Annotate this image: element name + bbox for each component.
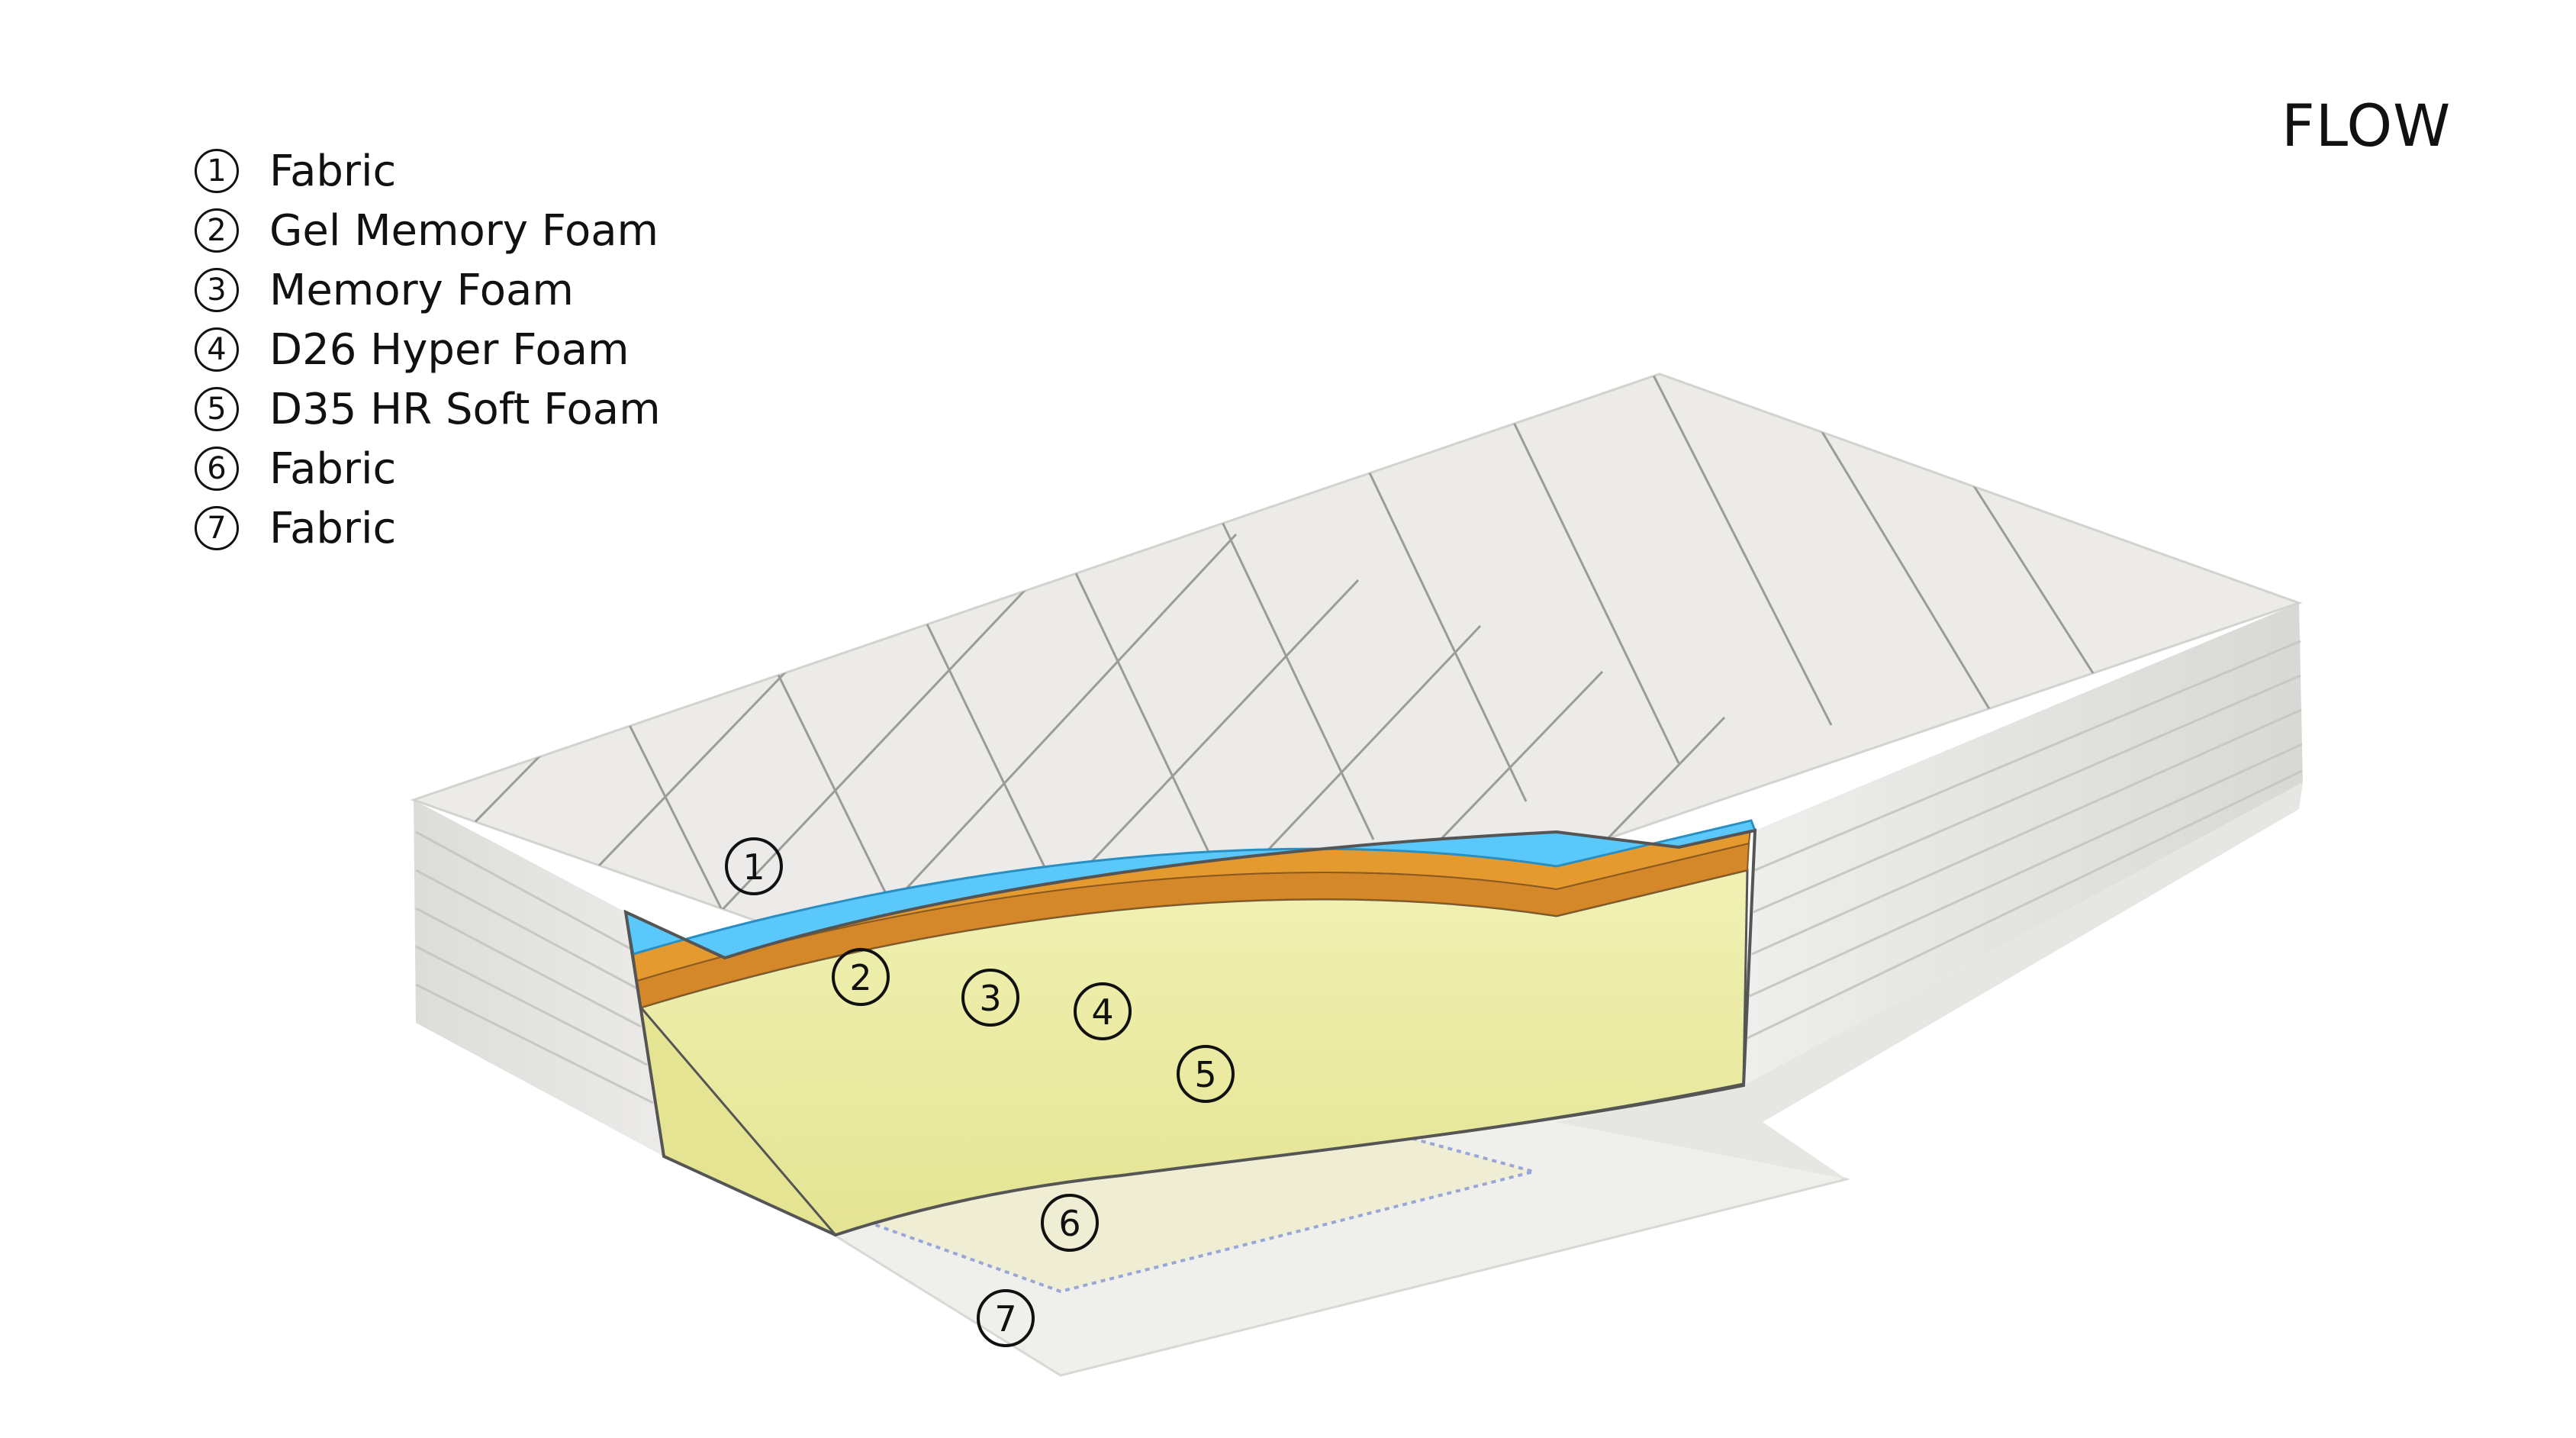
- svg-text:6: 6: [1058, 1203, 1080, 1244]
- legend-label-4: D26 Hyper Foam: [269, 324, 630, 375]
- legend-label-6: Fabric: [269, 443, 397, 494]
- legend-item-fabric-inner: 6 Fabric: [195, 439, 661, 498]
- svg-text:4: 4: [1091, 991, 1113, 1033]
- legend-label-1: Fabric: [269, 146, 397, 196]
- right-side-quilt-lines: [1747, 640, 2303, 1040]
- svg-text:7: 7: [994, 1298, 1016, 1340]
- diagram-title: FLOW: [2281, 92, 2452, 160]
- left-side-quilt-lines: [415, 830, 654, 1104]
- legend-number-4: 4: [195, 327, 239, 372]
- marker-1: 1: [725, 837, 783, 895]
- legend-number-2: 2: [195, 208, 239, 253]
- legend-label-3: Memory Foam: [269, 265, 574, 315]
- legend-item-fabric-bottom: 7 Fabric: [195, 498, 661, 558]
- svg-text:3: 3: [979, 978, 1001, 1019]
- legend-number-3: 3: [195, 268, 239, 312]
- legend-item-fabric-top: 1 Fabric: [195, 141, 661, 201]
- marker-5: 5: [1177, 1045, 1235, 1103]
- legend-label-2: Gel Memory Foam: [269, 205, 659, 256]
- legend: 1 Fabric 2 Gel Memory Foam 3 Memory Foam…: [195, 141, 661, 558]
- mattress-left-side: [414, 800, 664, 1156]
- legend-item-hyper-foam: 4 D26 Hyper Foam: [195, 320, 661, 379]
- mattress-right-side: [1744, 603, 2303, 1085]
- legend-number-7: 7: [195, 506, 239, 550]
- cutout-outline: [623, 828, 1757, 1237]
- inner-fabric-layer: [848, 1124, 1540, 1294]
- legend-number-6: 6: [195, 447, 239, 491]
- svg-text:5: 5: [1194, 1054, 1216, 1095]
- marker-6: 6: [1041, 1194, 1099, 1252]
- legend-item-gel-memory-foam: 2 Gel Memory Foam: [195, 201, 661, 260]
- svg-text:1: 1: [742, 846, 765, 888]
- svg-text:2: 2: [849, 957, 871, 998]
- legend-label-5: D35 HR Soft Foam: [269, 384, 661, 434]
- marker-7: 7: [977, 1289, 1035, 1347]
- legend-number-5: 5: [195, 387, 239, 431]
- legend-item-memory-foam: 3 Memory Foam: [195, 260, 661, 320]
- legend-number-1: 1: [195, 149, 239, 193]
- legend-item-hr-soft-foam: 5 D35 HR Soft Foam: [195, 379, 661, 439]
- marker-3: 3: [961, 969, 1019, 1027]
- marker-4: 4: [1074, 982, 1132, 1040]
- marker-2: 2: [832, 948, 890, 1006]
- legend-label-7: Fabric: [269, 503, 397, 553]
